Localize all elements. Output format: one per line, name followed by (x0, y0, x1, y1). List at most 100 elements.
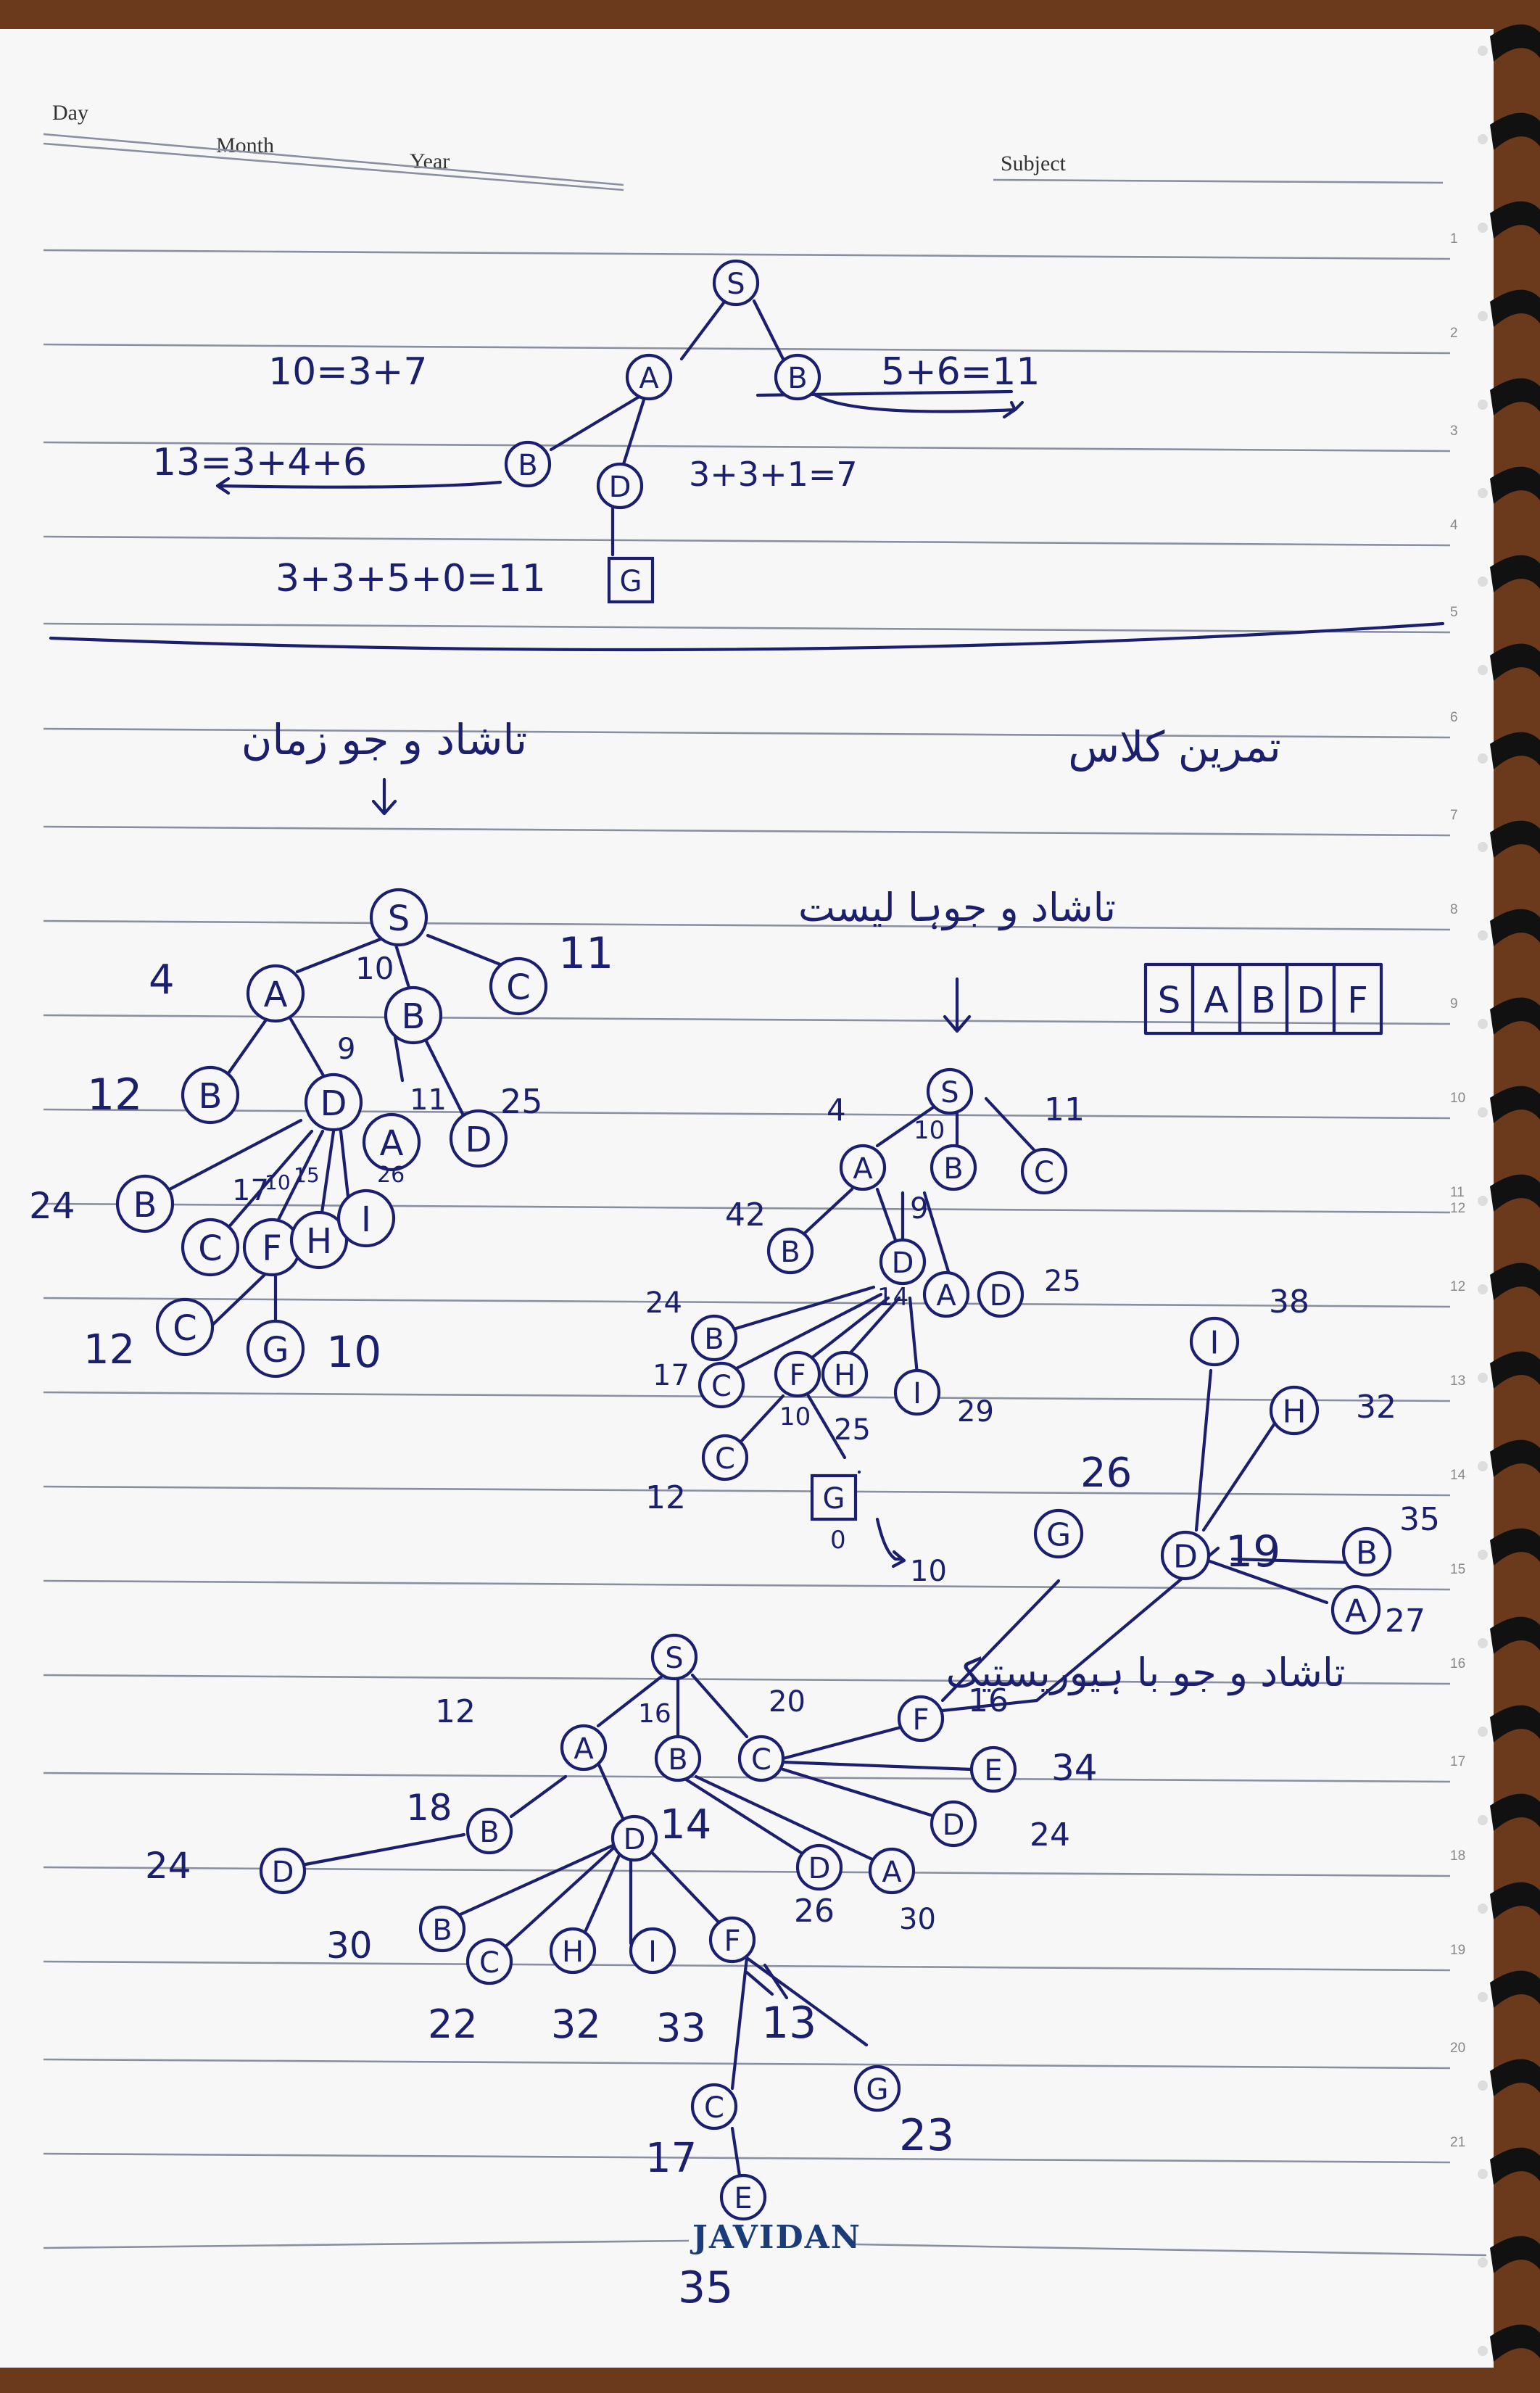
tree-node-circle (465, 1938, 513, 1985)
spiral-coil (1490, 732, 1540, 769)
tree-node-label: C (198, 1228, 223, 1269)
note-g-cost: 3+3+5+0=11 (276, 557, 546, 600)
path-cost-label: 24 (645, 1286, 682, 1320)
list-cell-label: D (1296, 980, 1325, 1022)
tree-node-circle (369, 888, 429, 947)
tree-node-label: I (648, 1935, 657, 1969)
line-number: 8 (1450, 902, 1458, 917)
spiral-coil (1490, 1086, 1540, 1123)
binding-hole (1478, 1904, 1488, 1914)
line-number: 18 (1450, 1848, 1465, 1864)
path-cost-label: 24 (29, 1185, 75, 1227)
ruled-line (43, 1772, 1451, 1783)
tree-node-label: I (1210, 1325, 1220, 1362)
tree-node-circle (926, 1067, 974, 1115)
tree-node-circle (708, 1916, 756, 1964)
tree-node-label: D (892, 1247, 914, 1280)
tree-node-label: F (262, 1228, 282, 1269)
tree-node-circle (560, 1724, 608, 1772)
spiral-coil (1490, 289, 1540, 327)
tree-node-circle (384, 985, 443, 1045)
header-subject: Subject (1001, 152, 1067, 175)
binding-hole (1478, 400, 1488, 410)
tree-node-label: D (990, 1279, 1012, 1313)
path-cost-label: 30 (326, 1925, 373, 1967)
tree-node-label: D (943, 1809, 965, 1842)
path-cost-label: 10 (326, 1327, 381, 1378)
tree-node-label: G (823, 1482, 845, 1516)
binding-hole (1478, 2346, 1488, 2356)
tree-node-label: A (1345, 1593, 1367, 1630)
ruled-line (43, 919, 1451, 931)
path-cost-label: 18 (406, 1787, 452, 1829)
path-cost-label: 12 (435, 1693, 476, 1730)
path-cost-label: 30 (899, 1903, 936, 1936)
binding-hole (1478, 2169, 1488, 2179)
path-cost-label: 22 (428, 2001, 478, 2047)
binding-hole (1478, 488, 1488, 498)
spiral-coil (1490, 2059, 1540, 2096)
tree-node-circle (690, 1314, 738, 1362)
tree-node-circle (774, 353, 821, 401)
tree-node-label: B (518, 449, 537, 482)
tree-node-circle (839, 1144, 887, 1191)
tree-node-circle (977, 1270, 1024, 1318)
list-cell-label: B (1251, 980, 1275, 1022)
line-number: 12 (1450, 1201, 1465, 1216)
list-cell-label: A (1204, 980, 1228, 1022)
spiral-coil (1490, 2236, 1540, 2273)
binding-hole (1478, 1196, 1488, 1206)
brand-logo: JAVIDAN (690, 2219, 861, 2256)
tree-node-label: B (199, 1076, 223, 1117)
spiral-coil (1490, 1439, 1540, 1477)
tree-node-circle (181, 1065, 240, 1125)
path-cost-label: 10 (779, 1402, 811, 1431)
tree-node-circle (155, 1297, 215, 1357)
title-heuristic: تاشاد و جو با ہیوریستیک (946, 1650, 1346, 1695)
list-cell-label: F (1347, 980, 1368, 1022)
line-number: 1 (1450, 231, 1458, 247)
line-number: 13 (1450, 1373, 1465, 1389)
spiral-coil (1490, 1528, 1540, 1566)
tree-node-circle (449, 1109, 508, 1168)
tree-node-circle (930, 1800, 977, 1848)
tree-node-circle (969, 1745, 1017, 1793)
spiral-coil (1490, 2324, 1540, 2362)
binding-hole (1478, 2080, 1488, 2091)
tree-node-label: D (808, 1852, 831, 1885)
ruled-line (43, 535, 1451, 547)
path-cost-label: 35 (678, 2262, 733, 2313)
ruled-line (43, 441, 1451, 452)
line-number: 11 (1450, 1185, 1465, 1200)
tree-node-circle (610, 1814, 658, 1862)
ruled-line (43, 1108, 1451, 1120)
tree-node-label: B (704, 1323, 724, 1356)
spiral-coil (1490, 1882, 1540, 1919)
line-number: 9 (1450, 996, 1458, 1012)
tree-right-edges (933, 1368, 1358, 1714)
tree-node-label: C (1034, 1156, 1054, 1189)
arrow-down-middle (943, 977, 972, 1033)
line-number: 5 (1450, 605, 1458, 620)
tree-node-circle (1020, 1147, 1068, 1195)
path-cost-label: 9 (337, 1033, 355, 1066)
tree-node-label: C (479, 1946, 500, 1980)
bottom-rule-left (43, 2239, 690, 2249)
tree-node-label: B (432, 1914, 452, 1947)
tree-node-circle (362, 1112, 421, 1172)
title-class-exercise: تمرین کلاس (1068, 722, 1280, 772)
tree-node-label: I (361, 1199, 371, 1240)
path-cost-label: 10 (265, 1170, 291, 1194)
tree-node-label: G (620, 565, 642, 598)
tree-node-label: C (751, 1743, 771, 1777)
path-cost-label: 38 (1269, 1284, 1309, 1321)
tree-node-circle (893, 1368, 941, 1416)
spiral-binding (1478, 24, 1540, 2362)
path-cost-label: 4 (827, 1092, 846, 1128)
tree-node-circle (289, 1210, 349, 1270)
